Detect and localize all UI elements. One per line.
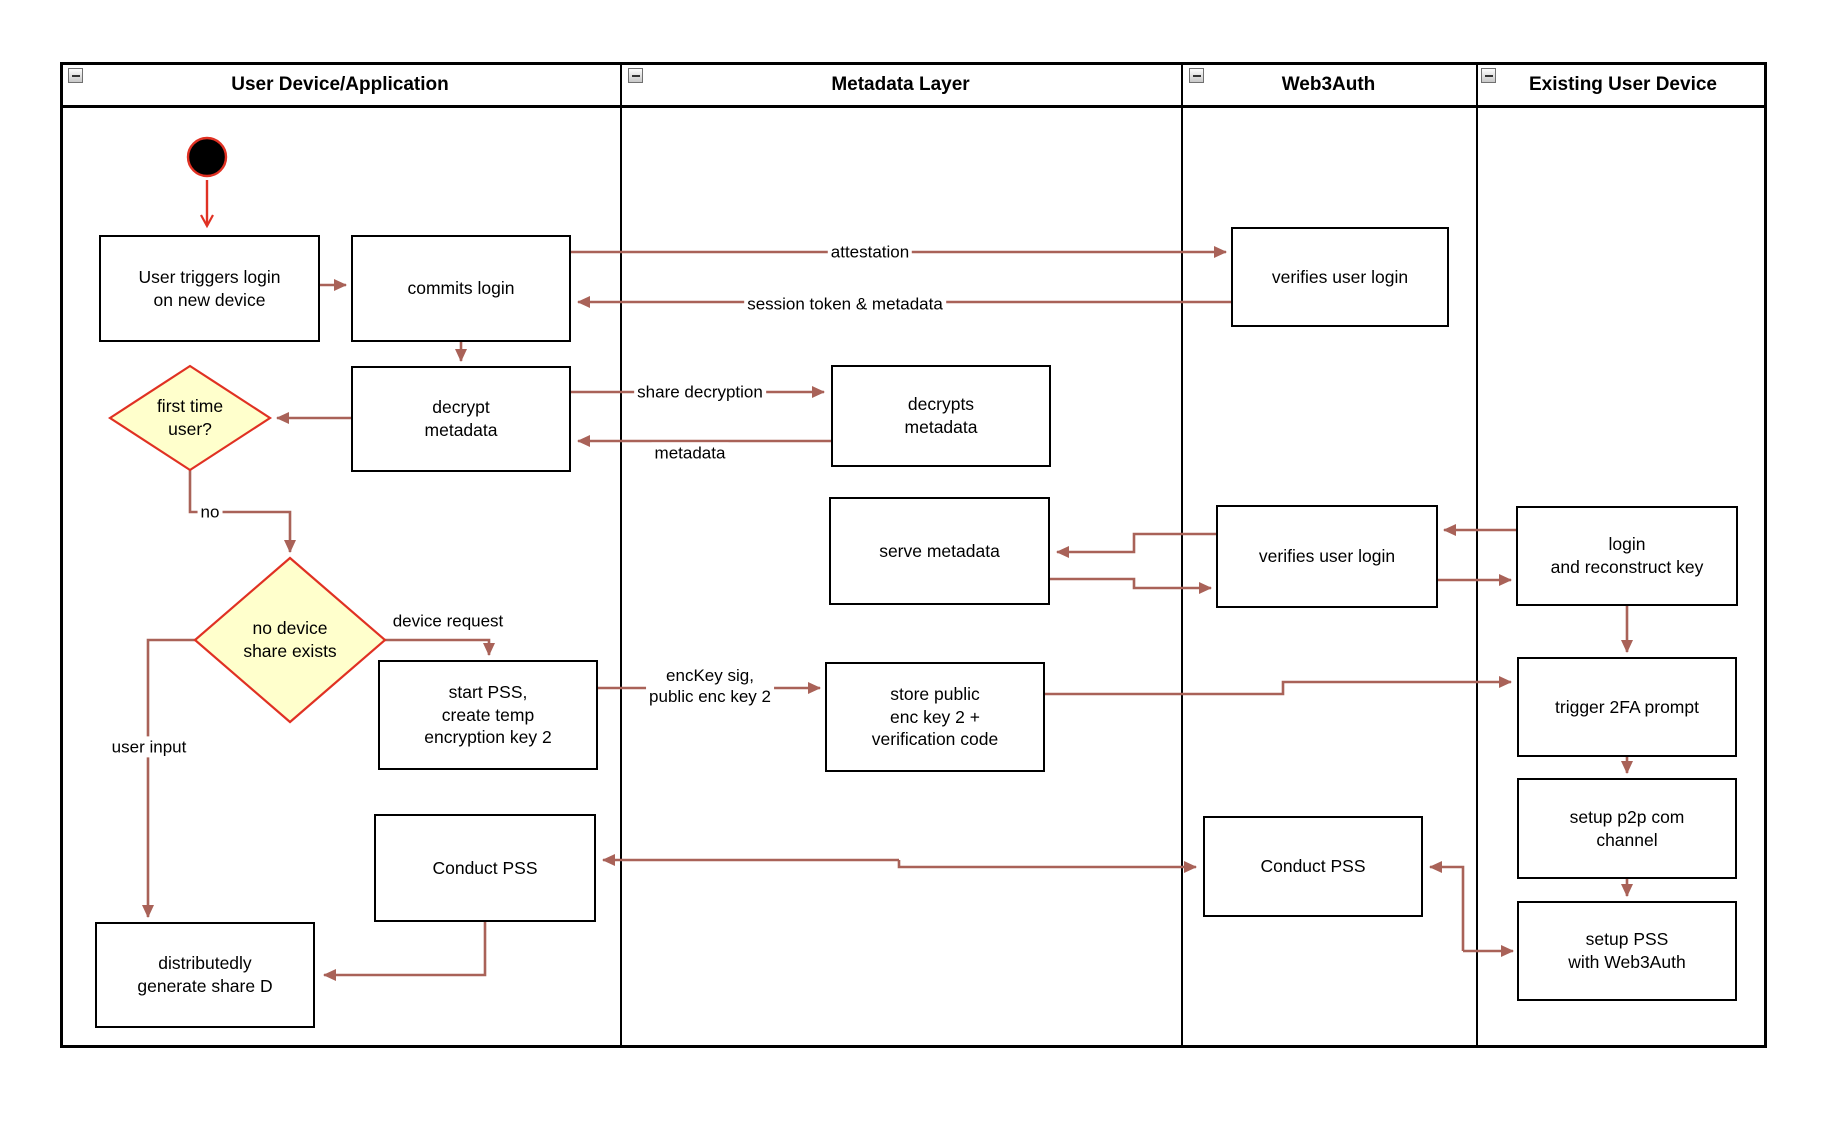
lane-header-existing-device: Existing User Device (1479, 62, 1767, 108)
edge-no-branch (188, 470, 296, 553)
edge-user-input (142, 638, 195, 918)
edge-label-enckey: encKey sig, public enc key 2 (646, 664, 774, 708)
edge-conductpss-long-right (897, 860, 1197, 873)
start-node[interactable] (186, 136, 228, 178)
node-label: User triggers login on new device (138, 266, 281, 310)
node-login-reconstruct-key[interactable]: login and reconstruct key (1516, 506, 1738, 606)
node-serve-metadata[interactable]: serve metadata (829, 497, 1050, 605)
edge-label-metadata: metadata (651, 442, 729, 464)
node-label: commits login (407, 278, 515, 299)
edge-conductpss-to-shared (323, 922, 487, 981)
node-label: start PSS, create temp encryption key 2 (424, 681, 552, 748)
lane-title: Web3Auth (1281, 74, 1376, 95)
node-label: Conduct PSS (432, 857, 538, 878)
node-setup-p2p[interactable]: setup p2p com channel (1517, 778, 1737, 879)
node-label: no device share exists (243, 618, 337, 661)
node-start-pss[interactable]: start PSS, create temp encryption key 2 (378, 660, 598, 770)
decision-label-first-time-user: first time user? (122, 382, 258, 454)
lane-header-user-device: User Device/Application (62, 62, 618, 108)
minus-glyph (1192, 74, 1201, 77)
lane-header-metadata-layer: Metadata Layer (622, 62, 1179, 108)
node-commits-login[interactable]: commits login (351, 235, 571, 342)
edge-label-share-decryption: share decryption (634, 381, 766, 403)
edge-label-no: no (197, 501, 223, 523)
collapse-minus-icon[interactable] (1189, 68, 1204, 83)
edge-store-to-2fa (1045, 676, 1512, 696)
decision-label-no-device-share: no device share exists (205, 604, 375, 676)
node-label: store public enc key 2 + verification co… (871, 683, 999, 750)
edge-label-attestation: attestation (827, 241, 913, 263)
node-generate-share-d[interactable]: distributedly generate share D (95, 922, 315, 1028)
node-user-triggers-login[interactable]: User triggers login on new device (99, 235, 320, 342)
node-label: decrypts metadata (904, 394, 978, 437)
node-label: trigger 2FA prompt (1555, 696, 1699, 717)
lane-title: Existing User Device (1529, 74, 1717, 95)
lane-divider-3 (1476, 62, 1478, 1048)
edge-serve-to-verifies2 (1050, 577, 1212, 594)
node-trigger-2fa[interactable]: trigger 2FA prompt (1517, 657, 1737, 757)
edge-label-device-request: device request (389, 610, 507, 632)
decision-no-device-share[interactable] (193, 556, 387, 724)
collapse-minus-icon[interactable] (628, 68, 643, 83)
minus-glyph (631, 74, 640, 77)
decision-first-time-user[interactable] (107, 364, 273, 472)
lane-header-row (60, 62, 1767, 108)
node-decrypts-metadata[interactable]: decrypts metadata (831, 365, 1051, 467)
node-label: first time user? (156, 396, 224, 439)
node-setup-pss[interactable]: setup PSS with Web3Auth (1517, 901, 1737, 1001)
lane-title: User Device/Application (231, 74, 449, 95)
node-store-public-key[interactable]: store public enc key 2 + verification co… (825, 662, 1045, 772)
lane-divider-2 (1181, 62, 1183, 1048)
node-verifies-user-login-1[interactable]: verifies user login (1231, 227, 1449, 327)
minus-glyph (71, 74, 80, 77)
node-label: verifies user login (1258, 546, 1396, 567)
edge-verifies2-to-serve (1056, 532, 1216, 558)
node-label: serve metadata (879, 540, 1000, 561)
node-label: login and reconstruct key (1550, 534, 1704, 577)
node-verifies-user-login-2[interactable]: verifies user login (1216, 505, 1438, 608)
node-label: verifies user login (1271, 266, 1409, 287)
collapse-minus-icon[interactable] (68, 68, 83, 83)
lane-header-web3auth: Web3Auth (1183, 62, 1474, 108)
lane-divider-1 (620, 62, 622, 1048)
node-label: setup p2p com channel (1569, 806, 1685, 850)
node-label: distributedly generate share D (137, 953, 273, 996)
edge-device-request (385, 638, 495, 656)
lane-title: Metadata Layer (831, 74, 970, 95)
node-label: decrypt metadata (424, 397, 498, 440)
node-label: setup PSS with Web3Auth (1568, 929, 1686, 972)
minus-glyph (1484, 74, 1493, 77)
collapse-minus-icon[interactable] (1481, 68, 1496, 83)
node-conduct-pss-web3auth[interactable]: Conduct PSS (1203, 816, 1423, 917)
edge-label-session-token: session token & metadata (744, 293, 946, 315)
node-decrypt-metadata[interactable]: decrypt metadata (351, 366, 571, 472)
edge-setuppss-to-conductpss (1429, 861, 1465, 951)
node-label: Conduct PSS (1260, 856, 1366, 877)
edge-label-user-input: user input (108, 736, 190, 758)
node-conduct-pss-user-device[interactable]: Conduct PSS (374, 814, 596, 922)
